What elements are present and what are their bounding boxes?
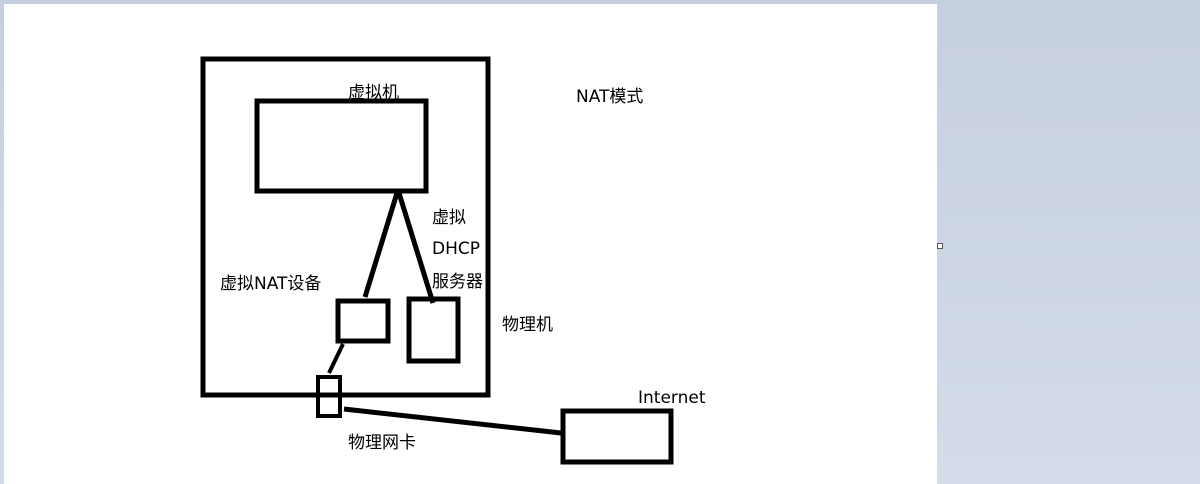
dhcp-label-line3: 服务器 [432,272,483,292]
canvas-resize-handle[interactable] [937,243,943,249]
diagram-title: NAT模式 [576,87,643,107]
nat-device-label: 虚拟NAT设备 [220,274,321,294]
dhcp-server-box [406,296,461,364]
nat-to-nic-line [327,343,345,374]
virtual-machine-label: 虚拟机 [348,83,399,103]
vm-to-dhcp-line [396,192,436,304]
physical-nic-label: 物理网卡 [348,433,416,453]
physical-machine-box [200,56,491,398]
physical-nic-box [316,375,342,418]
internet-label: Internet [638,388,706,408]
nat-device-box [335,298,391,344]
virtual-machine-box [254,98,429,194]
internet-box [560,408,674,465]
nic-to-internet-line [343,406,562,436]
vm-to-nat-line [362,192,400,298]
drawing-canvas [4,4,937,484]
dhcp-label-line2: DHCP [432,239,480,259]
dhcp-label-line1: 虚拟 [432,208,466,228]
physical-machine-label: 物理机 [502,315,553,335]
